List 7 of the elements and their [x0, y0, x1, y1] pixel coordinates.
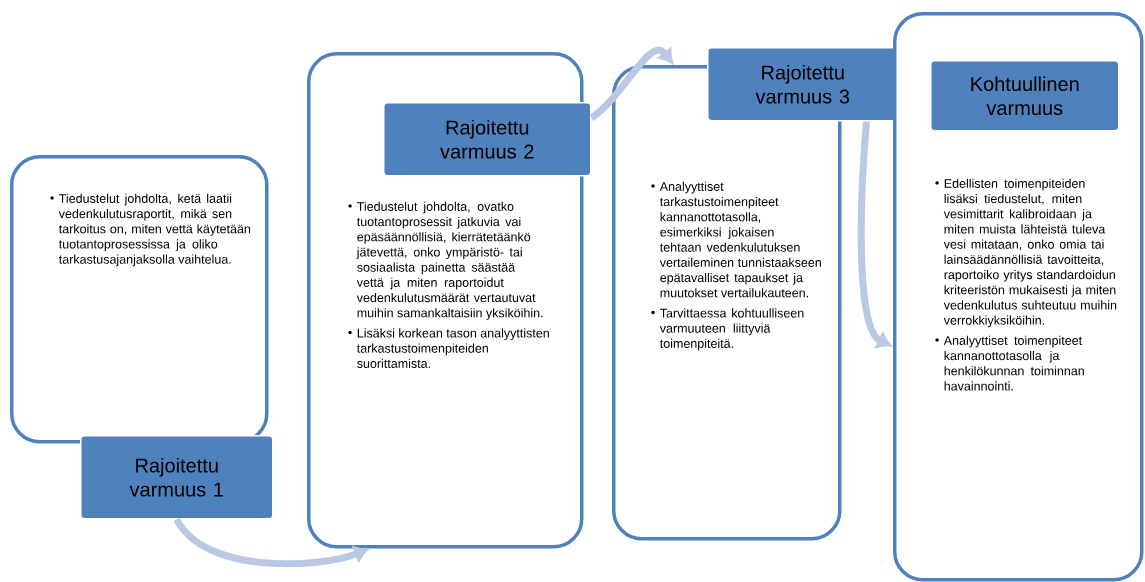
- curved-arrow: [857, 121, 891, 348]
- panel: Tiedustelut johdolta, ketä laatii vedenkulutusraportit, mikä sen tarkoitus on, miten vettä käytetään tuotantoprosessissa ja oliko tarkastusajanjaksolla vaihtelua.: [10, 155, 269, 444]
- title-tab: Kohtuullinen varmuus: [930, 60, 1120, 132]
- title-tab: Rajoitettu varmuus 1: [80, 435, 274, 520]
- curved-arrow: [173, 517, 368, 568]
- title-tab: Rajoitettu varmuus 3: [707, 47, 899, 122]
- curved-arrow: [589, 46, 673, 121]
